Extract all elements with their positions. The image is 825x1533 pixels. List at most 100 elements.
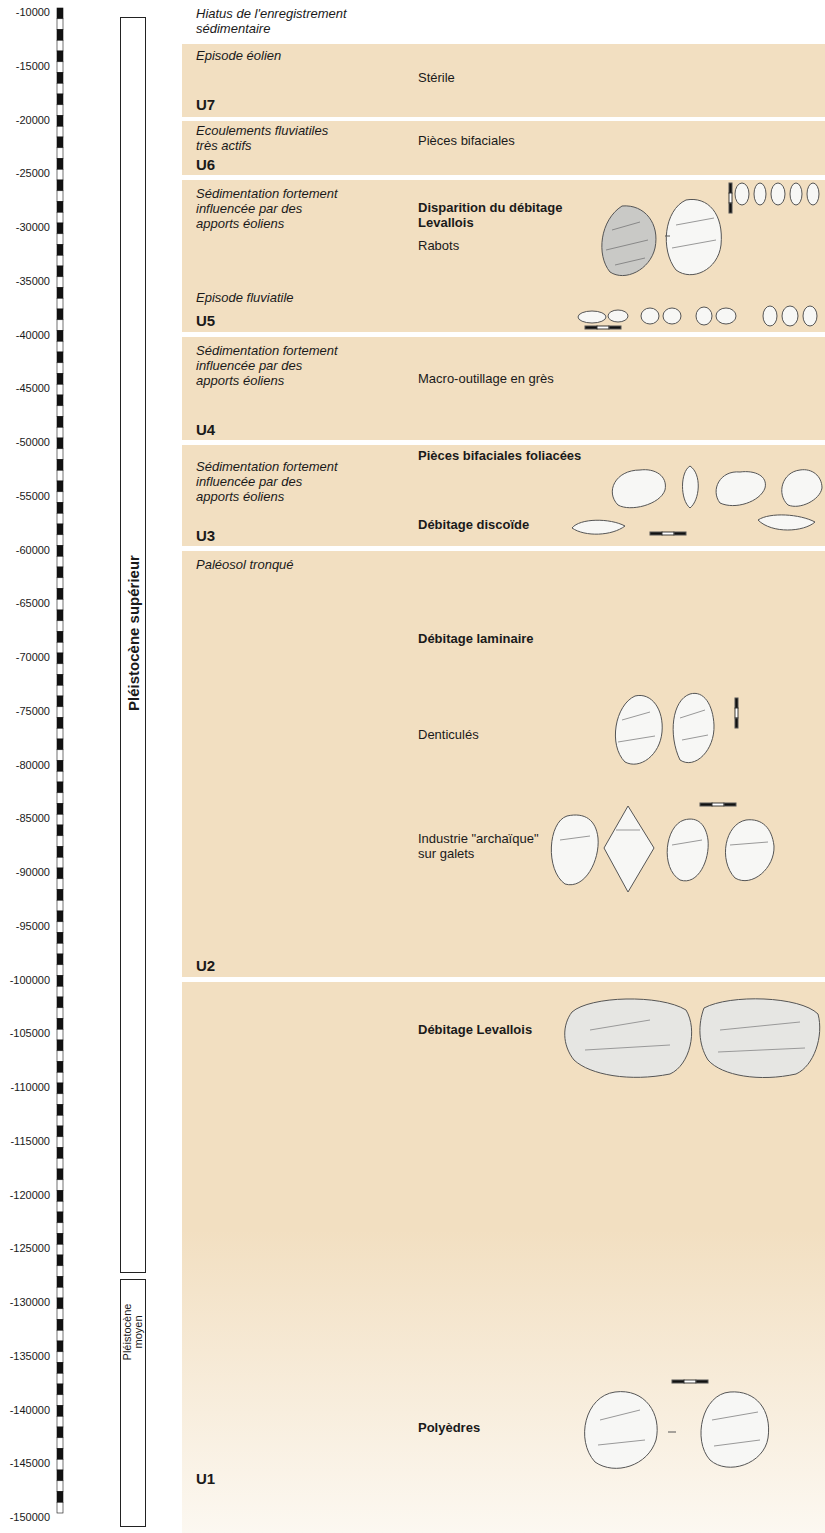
scale-cell <box>57 266 63 277</box>
tick-label: -150000 <box>0 1511 50 1523</box>
scale-cell <box>57 857 63 868</box>
scale-cell <box>57 245 63 256</box>
text-holder: Débitage discoïde <box>418 517 568 532</box>
scale-cell <box>57 836 63 847</box>
scale-cell <box>57 1201 63 1212</box>
tick-label: -135000 <box>0 1350 50 1362</box>
scale-cell <box>57 40 63 51</box>
scale-cell <box>57 1309 63 1320</box>
tick-label: -145000 <box>0 1457 50 1469</box>
scale-cell <box>57 546 63 557</box>
sediment-note: Episode éolien <box>196 48 396 63</box>
scale-cell <box>57 610 63 621</box>
text-holder: U4 <box>196 421 215 438</box>
unit-label: U1 <box>196 1470 215 1487</box>
sediment-note: Ecoulements fluviatiles très actifs <box>196 123 344 153</box>
tick-label: -60000 <box>0 544 50 556</box>
scale-cell <box>57 1330 63 1341</box>
scale-cell <box>57 481 63 492</box>
scale-cell <box>57 331 63 342</box>
scale-cell <box>57 1191 63 1202</box>
foliate-biface-drawing <box>572 466 822 534</box>
industry-label: Débitage discoïde <box>418 517 568 532</box>
text-holder: -70000 <box>0 651 50 663</box>
scale-cell <box>57 1298 63 1309</box>
scale-cell <box>57 739 63 750</box>
stratigraphic-unit-band: Paléosol tronquéDébitage laminaireDentic… <box>182 551 825 977</box>
scale-cell <box>57 438 63 449</box>
scale-cell <box>57 363 63 374</box>
scale-cell <box>57 1449 63 1460</box>
sediment-note: Paléosol tronqué <box>196 557 376 572</box>
text-holder: -65000 <box>0 597 50 609</box>
scale-cell <box>57 1320 63 1331</box>
scale-cell <box>57 1384 63 1395</box>
scale-cell <box>57 653 63 664</box>
text-holder: -75000 <box>0 705 50 717</box>
sediment-note: Sédimentation fortement influencée par d… <box>196 343 344 388</box>
scale-cell <box>57 1083 63 1094</box>
scale-cell <box>57 922 63 933</box>
scale-cell <box>57 169 63 180</box>
scale-cell <box>57 943 63 954</box>
scale-cell <box>57 761 63 772</box>
scale-cell <box>57 911 63 922</box>
scale-cell <box>57 1244 63 1255</box>
scale-cell <box>57 535 63 546</box>
polyhedron-drawing <box>585 1392 769 1469</box>
scale-cell <box>57 116 63 127</box>
unit-label: U4 <box>196 421 215 438</box>
scale-cell <box>57 126 63 137</box>
scale-cell <box>57 83 63 94</box>
scale-cell <box>57 1062 63 1073</box>
scale-cell <box>57 309 63 320</box>
tick-label: -10000 <box>0 6 50 18</box>
scale-cell <box>57 728 63 739</box>
text-holder: -40000 <box>0 329 50 341</box>
denticulate-drawing <box>615 693 714 764</box>
tick-label: -70000 <box>0 651 50 663</box>
scale-cell <box>57 384 63 395</box>
tick-label: -85000 <box>0 812 50 824</box>
industry-label: Disparition du débitage Levallois <box>418 200 593 230</box>
text-holder: -55000 <box>0 490 50 502</box>
scale-cell <box>57 524 63 535</box>
scale-cell <box>57 212 63 223</box>
period-box: Pléistocène moyen <box>120 1279 146 1527</box>
scale-cell <box>57 1255 63 1266</box>
tick-label: -80000 <box>0 759 50 771</box>
scale-cell <box>57 685 63 696</box>
scale-cell <box>57 696 63 707</box>
text-holder: Industrie "archaïque" sur galets <box>418 831 558 861</box>
scale-cell <box>57 1008 63 1019</box>
text-holder: Stérile <box>418 70 618 85</box>
scale-cell <box>57 1169 63 1180</box>
scale-cell <box>57 1094 63 1105</box>
industry-label: Débitage laminaire <box>418 631 598 646</box>
scale-cell <box>57 460 63 471</box>
text-holder: -115000 <box>0 1135 50 1147</box>
scale-cell <box>57 976 63 987</box>
text-holder: -10000 <box>0 6 50 18</box>
scale-cell <box>57 1502 63 1513</box>
scale-cell <box>57 406 63 417</box>
scale-cell <box>57 191 63 202</box>
scale-cell <box>57 1223 63 1234</box>
sediment-note: Episode fluviatile <box>196 290 366 305</box>
text-holder: Pléistocène moyen <box>122 1287 144 1377</box>
scale-cell <box>57 847 63 858</box>
scale-cell <box>57 599 63 610</box>
text-holder: Sédimentation fortement influencée par d… <box>196 343 344 388</box>
scale-cell <box>57 900 63 911</box>
scale-cell <box>57 1040 63 1051</box>
scale-cell <box>57 804 63 815</box>
tick-label: -75000 <box>0 705 50 717</box>
scale-cell <box>57 814 63 825</box>
tick-label: -100000 <box>0 974 50 986</box>
text-holder: Macro-outillage en grès <box>418 371 648 386</box>
scale-cell <box>57 417 63 428</box>
scale-cell <box>57 427 63 438</box>
scale-cell <box>57 632 63 643</box>
tick-label: -65000 <box>0 597 50 609</box>
